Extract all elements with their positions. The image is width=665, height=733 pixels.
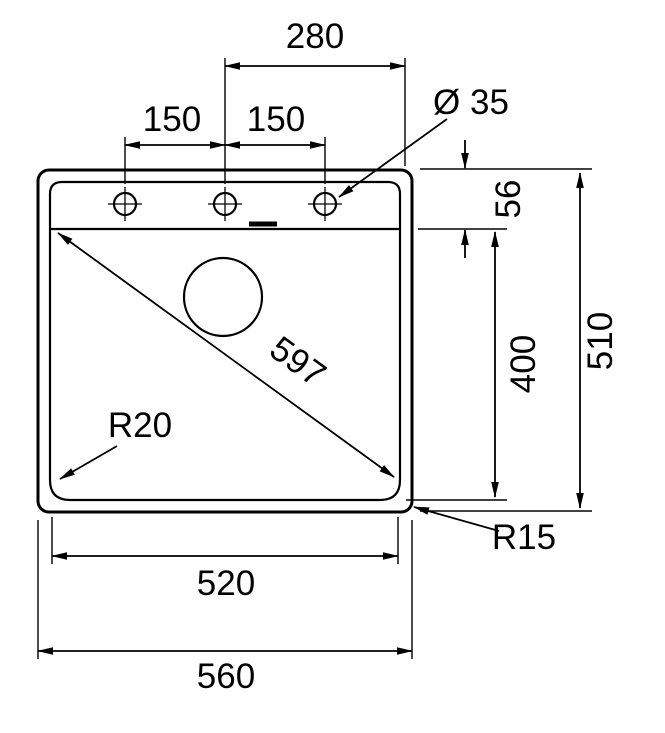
dimension-400: 400 bbox=[491, 231, 543, 498]
sink-outline bbox=[36, 168, 414, 514]
faucet-hole-right bbox=[308, 187, 342, 221]
dimension-label-520: 520 bbox=[197, 564, 255, 603]
dimension-line-diagonal bbox=[57, 232, 395, 478]
faucet-hole-left bbox=[108, 187, 142, 221]
dimension-label-r20: R20 bbox=[108, 406, 172, 445]
leader-line-hole-diameter bbox=[338, 118, 448, 198]
faucet-hole-center bbox=[208, 187, 242, 221]
dimension-label-150-left: 150 bbox=[143, 100, 201, 139]
leader-line-r15 bbox=[413, 506, 500, 532]
dimension-56: 56 bbox=[461, 140, 528, 258]
dimension-hole-diameter: Ø 35 bbox=[338, 83, 509, 198]
dimension-280: 280 bbox=[224, 17, 406, 70]
dimension-label-r15: R15 bbox=[492, 518, 556, 557]
sink-outer-edge bbox=[36, 168, 414, 514]
dimension-label-280: 280 bbox=[286, 17, 344, 56]
dimension-560: 560 bbox=[37, 647, 413, 696]
dimension-label-400: 400 bbox=[504, 335, 543, 393]
faucet-holes bbox=[108, 187, 342, 221]
dimension-label-560: 560 bbox=[197, 657, 255, 696]
dimension-510: 510 bbox=[576, 172, 620, 509]
dimension-label-56: 56 bbox=[489, 180, 528, 219]
dimension-label-510: 510 bbox=[581, 312, 620, 370]
dimension-r20: R20 bbox=[59, 406, 172, 480]
dimension-150-left: 150 bbox=[124, 100, 226, 149]
drain-hole bbox=[182, 256, 264, 338]
dimension-label-diagonal: 597 bbox=[263, 329, 333, 395]
dimension-r15: R15 bbox=[413, 506, 556, 557]
dimension-label-150-right: 150 bbox=[247, 100, 305, 139]
dimension-label-hole-diameter: Ø 35 bbox=[433, 83, 509, 122]
dimension-150-right: 150 bbox=[224, 100, 326, 149]
sink-bowl-edge bbox=[48, 180, 402, 502]
leader-line-r20 bbox=[59, 445, 118, 480]
dimension-520: 520 bbox=[51, 552, 399, 603]
